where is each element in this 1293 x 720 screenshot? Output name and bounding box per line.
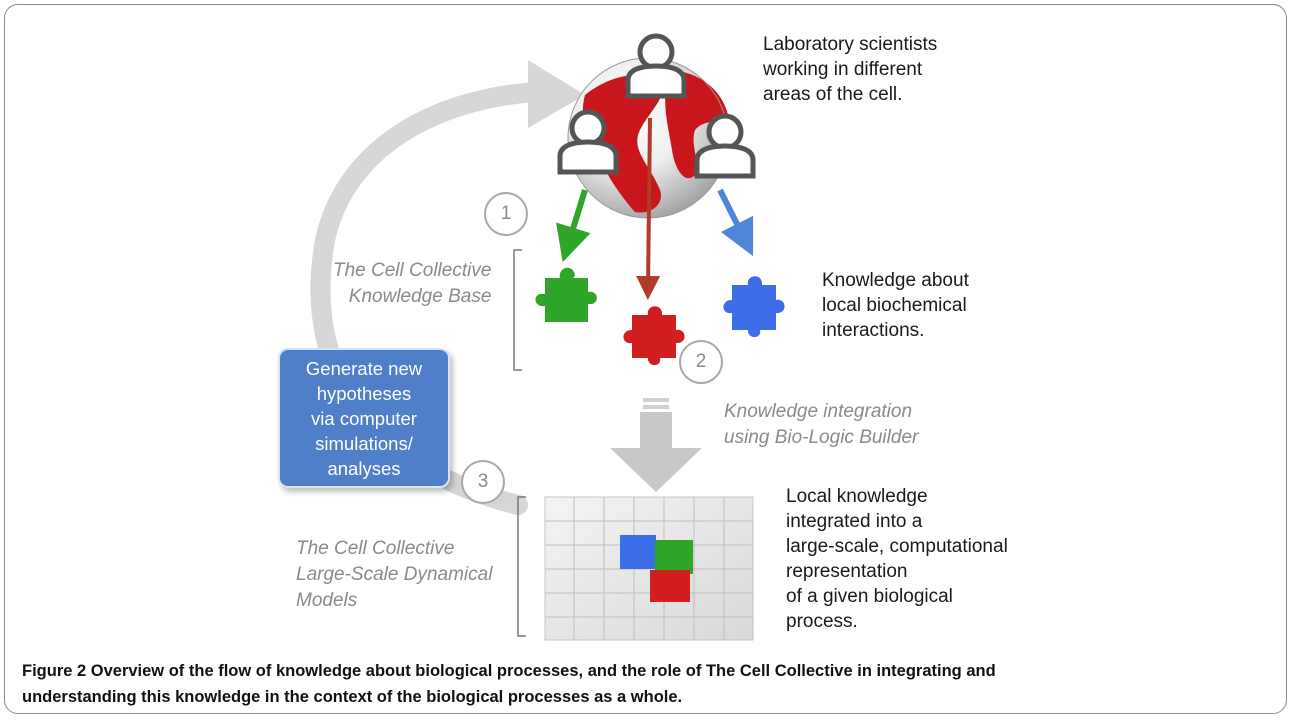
blue-arrow <box>717 188 754 257</box>
figure-frame <box>4 4 1287 714</box>
integration-label: Knowledge integration using Bio-Logic Bu… <box>724 401 919 448</box>
step-2-badge: 2 <box>679 340 723 384</box>
puzzle-piece-icon <box>623 306 685 366</box>
feedback-arrowhead <box>528 60 585 128</box>
person-icon <box>557 109 619 175</box>
models-label: The Cell Collective Large-Scale Dynamica… <box>296 538 493 611</box>
green-arrow <box>556 189 591 263</box>
step-3-badge: 3 <box>461 460 505 504</box>
person-icon <box>625 33 687 99</box>
scientists-label: Laboratory scientists working in differe… <box>763 34 938 105</box>
figure-caption: Figure 2 Overview of the flow of knowled… <box>22 658 1272 710</box>
integration-arrow <box>610 398 702 492</box>
knowledge-base-bracket <box>513 249 522 371</box>
puzzle-piece-icon <box>723 276 785 338</box>
step-1-badge: 1 <box>484 192 528 236</box>
knowledge-base-label: The Cell Collective Knowledge Base <box>333 260 492 307</box>
models-bracket <box>517 496 526 637</box>
red-arrow <box>636 117 661 300</box>
puzzle-grid-icon <box>544 496 754 641</box>
caption-text: Figure 2 Overview of the flow of knowled… <box>22 662 996 706</box>
hypotheses-box: Generate new hypotheses via computer sim… <box>278 348 450 488</box>
person-icon <box>694 113 756 179</box>
puzzle-piece-icon <box>535 267 597 322</box>
knowledge-label: Knowledge about local biochemical intera… <box>822 270 969 341</box>
integrated-label: Local knowledge integrated into a large-… <box>786 486 1008 632</box>
